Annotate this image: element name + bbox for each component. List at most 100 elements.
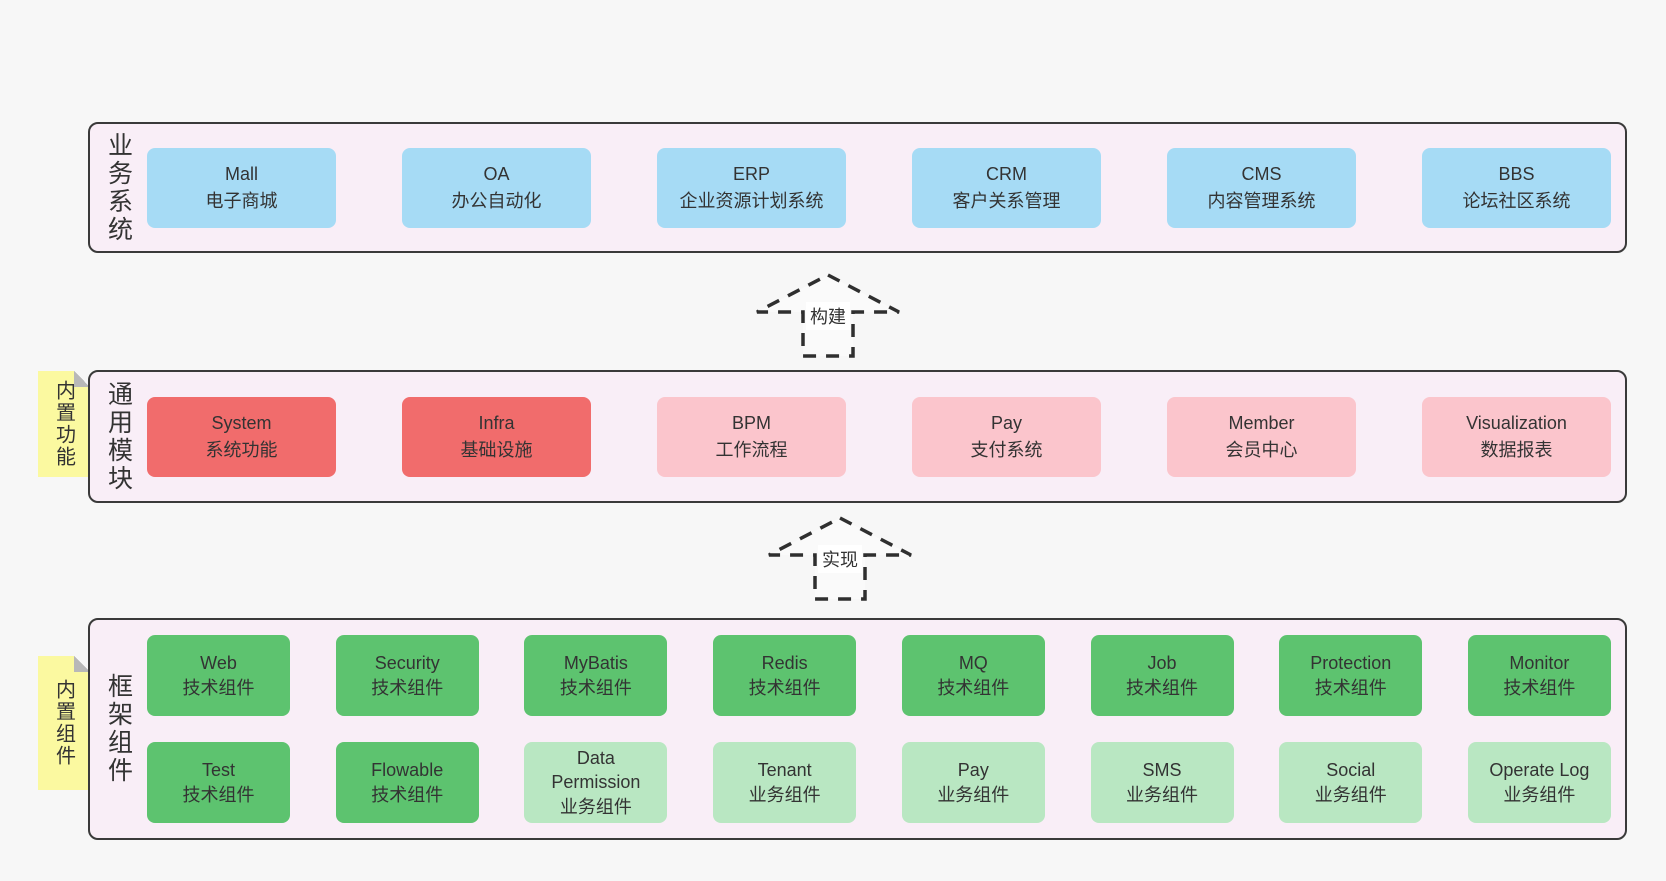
box-desc: 内容管理系统 xyxy=(1207,190,1316,211)
box-desc: 技术组件 xyxy=(937,677,1010,698)
box-name: Security xyxy=(374,653,440,674)
box-data-permission: Data Permission 业务组件 xyxy=(524,742,668,823)
box-name: Visualization xyxy=(1466,412,1567,433)
sticky-note-text: 内置功能 xyxy=(52,380,75,468)
box-desc: 支付系统 xyxy=(970,439,1043,460)
box-name: MyBatis xyxy=(563,653,628,674)
box-name: CMS xyxy=(1241,163,1282,184)
box-desc: 论坛社区系统 xyxy=(1462,190,1571,211)
box-name: System xyxy=(211,412,272,433)
box-member: Member 会员中心 xyxy=(1167,396,1356,477)
box-desc: 基础设施 xyxy=(460,439,533,460)
box-bbs: BBS 论坛社区系统 xyxy=(1422,147,1611,228)
box-name: Pay xyxy=(990,412,1023,433)
box-desc: 技术组件 xyxy=(371,677,444,698)
box-operate-log: Operate Log 业务组件 xyxy=(1467,742,1611,823)
band-business-systems-content: Mall 电子商城 OA 办公自动化 ERP 企业资源计划系统 CRM 客户关系… xyxy=(147,124,1625,251)
box-tenant: Tenant 业务组件 xyxy=(713,742,857,823)
box-desc: 工作流程 xyxy=(715,439,788,460)
box-pay-component: Pay 业务组件 xyxy=(901,742,1045,823)
box-desc: 技术组件 xyxy=(182,677,255,698)
box-name: Monitor xyxy=(1509,653,1570,674)
box-bpm: BPM 工作流程 xyxy=(657,396,846,477)
box-system: System 系统功能 xyxy=(147,396,336,477)
box-name: Mall xyxy=(224,163,258,184)
box-pay-module: Pay 支付系统 xyxy=(912,396,1101,477)
box-mall: Mall 电子商城 xyxy=(147,147,336,228)
box-name: BBS xyxy=(1498,163,1535,184)
box-desc: 电子商城 xyxy=(205,190,278,211)
box-name: Test xyxy=(201,760,235,781)
box-flowable: Flowable 技术组件 xyxy=(335,742,479,823)
framework-row-2: Test 技术组件 Flowable 技术组件 Data Permission … xyxy=(147,742,1611,823)
box-mybatis: MyBatis 技术组件 xyxy=(524,635,668,716)
box-name: ERP xyxy=(732,163,770,184)
box-job: Job 技术组件 xyxy=(1090,635,1234,716)
box-crm: CRM 客户关系管理 xyxy=(912,147,1101,228)
box-name: SMS xyxy=(1142,760,1182,781)
box-name: Pay xyxy=(957,760,989,781)
box-desc: 业务组件 xyxy=(748,784,821,805)
box-desc: 企业资源计划系统 xyxy=(679,190,824,211)
band-framework-components-content: Web 技术组件 Security 技术组件 MyBatis 技术组件 Redi… xyxy=(147,620,1625,838)
band-common-modules-content: System 系统功能 Infra 基础设施 BPM 工作流程 Pay 支付系统… xyxy=(147,372,1625,501)
box-name: OA xyxy=(483,163,510,184)
band-common-modules: 通用模块 System 系统功能 Infra 基础设施 BPM 工作流程 Pay… xyxy=(88,370,1627,503)
box-name: Redis xyxy=(761,653,808,674)
box-desc: 业务组件 xyxy=(1126,784,1199,805)
box-name: Infra xyxy=(478,412,515,433)
framework-row-1: Web 技术组件 Security 技术组件 MyBatis 技术组件 Redi… xyxy=(147,635,1611,716)
box-name: BPM xyxy=(731,412,771,433)
band-business-systems: 业务系统 Mall 电子商城 OA 办公自动化 ERP 企业资源计划系统 CRM… xyxy=(88,122,1627,253)
arrow-implement: 实现 xyxy=(765,515,915,603)
box-name: Data Permission xyxy=(551,748,641,793)
box-security: Security 技术组件 xyxy=(335,635,479,716)
box-sms: SMS 业务组件 xyxy=(1090,742,1234,823)
box-desc: 会员中心 xyxy=(1225,439,1298,460)
box-desc: 数据报表 xyxy=(1480,439,1553,460)
box-desc: 业务组件 xyxy=(937,784,1010,805)
band-framework-components: 框架组件 Web 技术组件 Security 技术组件 MyBatis 技术组件… xyxy=(88,618,1627,840)
box-name: Social xyxy=(1326,760,1376,781)
box-test: Test 技术组件 xyxy=(147,742,290,823)
box-desc: 业务组件 xyxy=(559,796,632,817)
box-name: Job xyxy=(1147,653,1177,674)
box-visualization: Visualization 数据报表 xyxy=(1422,396,1611,477)
box-desc: 技术组件 xyxy=(1126,677,1199,698)
arrow-implement-label: 实现 xyxy=(818,545,862,573)
box-name: Tenant xyxy=(757,760,812,781)
box-redis: Redis 技术组件 xyxy=(713,635,857,716)
box-desc: 技术组件 xyxy=(559,677,632,698)
band-label-common-modules: 通用模块 xyxy=(104,380,133,493)
box-name: Web xyxy=(200,653,237,674)
box-oa: OA 办公自动化 xyxy=(402,147,591,228)
sticky-note-built-in-features: 内置功能 xyxy=(38,371,90,477)
box-social: Social 业务组件 xyxy=(1279,742,1423,823)
sticky-note-built-in-components: 内置组件 xyxy=(38,656,90,790)
box-cms: CMS 内容管理系统 xyxy=(1167,147,1356,228)
box-desc: 办公自动化 xyxy=(451,190,542,211)
box-desc: 技术组件 xyxy=(182,784,255,805)
band-label-framework-components: 框架组件 xyxy=(104,673,133,785)
box-name: MQ xyxy=(958,653,988,674)
box-name: Protection xyxy=(1310,653,1392,674)
box-desc: 客户关系管理 xyxy=(952,190,1061,211)
box-erp: ERP 企业资源计划系统 xyxy=(657,147,846,228)
box-monitor: Monitor 技术组件 xyxy=(1467,635,1611,716)
box-name: Member xyxy=(1228,412,1295,433)
sticky-note-text: 内置组件 xyxy=(52,679,75,767)
box-protection: Protection 技术组件 xyxy=(1279,635,1423,716)
box-name: CRM xyxy=(986,163,1027,184)
arrow-build: 构建 xyxy=(753,272,903,360)
box-desc: 技术组件 xyxy=(371,784,444,805)
band-label-business-systems: 业务系统 xyxy=(104,131,133,244)
box-web: Web 技术组件 xyxy=(147,635,290,716)
box-desc: 业务组件 xyxy=(1503,784,1576,805)
box-desc: 业务组件 xyxy=(1314,784,1387,805)
box-name: Flowable xyxy=(371,760,444,781)
box-name: Operate Log xyxy=(1489,760,1590,781)
box-mq: MQ 技术组件 xyxy=(901,635,1045,716)
box-desc: 技术组件 xyxy=(1314,677,1387,698)
box-desc: 系统功能 xyxy=(205,439,278,460)
folded-corner-icon xyxy=(74,656,90,672)
